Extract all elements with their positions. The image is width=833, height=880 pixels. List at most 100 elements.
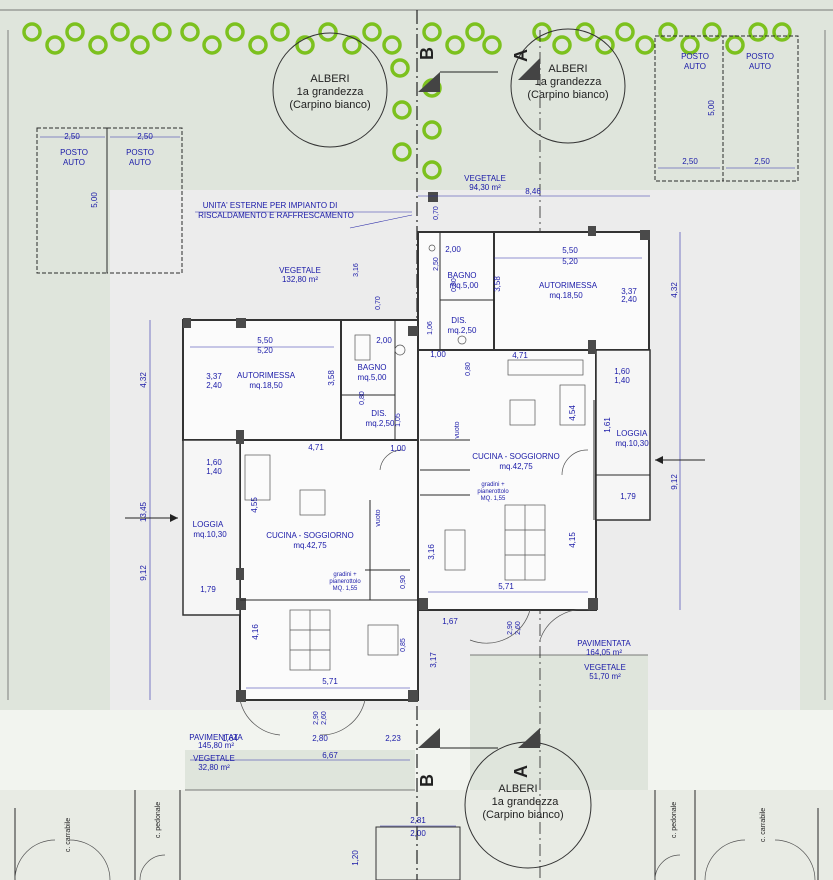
parking-label: AUTO bbox=[749, 62, 771, 71]
dim-label: 0,80 bbox=[465, 362, 472, 376]
stairs-label: pianerottolo bbox=[477, 489, 509, 495]
room-area: mq.10,30 bbox=[193, 530, 227, 539]
dimensions: 5,50 5,20 3,37 2,40 3,58 4,32 2,00 4,71 … bbox=[139, 187, 681, 880]
room-area: mq.18,50 bbox=[249, 381, 283, 390]
dim-label: 2,00 bbox=[410, 829, 426, 838]
dim-label: 8,46 bbox=[525, 187, 541, 196]
dim-label: 1,40 bbox=[206, 467, 222, 476]
dim-label: 1,60 bbox=[206, 458, 222, 467]
note-line: RISCALDAMENTO E RAFFRESCAMENTO bbox=[198, 211, 354, 220]
gate-label-carrabile: c. carrabile bbox=[65, 818, 72, 852]
room-name-bagno: BAGNO bbox=[448, 271, 477, 280]
room-area: mq.42,75 bbox=[499, 462, 533, 471]
area-value: 32,80 m² bbox=[198, 763, 230, 772]
dim-label: 5,71 bbox=[498, 582, 514, 591]
void-label: vuoto bbox=[375, 509, 382, 526]
dim-parking-depth: 5,00 bbox=[90, 192, 99, 208]
room-name-dis: DIS. bbox=[451, 316, 467, 325]
dim-label: 4,71 bbox=[308, 443, 324, 452]
dim-label: 5,20 bbox=[562, 257, 578, 266]
dim-label: 4,71 bbox=[512, 351, 528, 360]
parking-left: 2,50 2,50 POSTO AUTO POSTO AUTO 5,00 bbox=[36, 127, 183, 274]
dim-label: 0,80 bbox=[451, 278, 458, 292]
dim-label: 13,45 bbox=[139, 501, 148, 522]
area-label: PAVIMENTATA bbox=[189, 733, 243, 742]
dim-label: 1,00 bbox=[390, 444, 406, 453]
room-name-loggia: LOGGIA bbox=[617, 429, 648, 438]
area-label: VEGETALE bbox=[584, 663, 626, 672]
dim-label: 3,58 bbox=[327, 370, 336, 386]
dim-label: 2,90 bbox=[507, 621, 514, 635]
area-labels: VEGETALE 132,80 m² VEGETALE 94,30 m² VEG… bbox=[189, 174, 631, 772]
dim-label: 4,55 bbox=[250, 497, 259, 513]
stairs-label: gradini + bbox=[481, 482, 505, 488]
dim-parking-width: 2,50 bbox=[137, 132, 153, 141]
dim-label: 2,90 bbox=[313, 711, 320, 725]
area-value: 145,80 m² bbox=[198, 741, 234, 750]
dim-label: 2,40 bbox=[621, 295, 637, 304]
dim-label: 9,12 bbox=[139, 565, 148, 581]
gate-label-pedonale: c. pedonale bbox=[671, 802, 678, 838]
dim-label: 2,60 bbox=[515, 621, 522, 635]
room-name-loggia: LOGGIA bbox=[193, 520, 224, 529]
stairs-label: MQ. 1,55 bbox=[333, 586, 358, 592]
area-label: VEGETALE bbox=[193, 754, 235, 763]
dim-parking-width: 2,50 bbox=[64, 132, 80, 141]
dim-label: 4,16 bbox=[251, 624, 260, 640]
dim-label: 9,12 bbox=[670, 474, 679, 490]
section-mark-a-bottom: A bbox=[511, 765, 531, 778]
tree-label-title: ALBERI bbox=[498, 783, 537, 795]
dim-label: 3,58 bbox=[493, 276, 502, 292]
tree-label-size: 1a grandezza bbox=[297, 86, 365, 98]
parking-label: AUTO bbox=[129, 158, 151, 167]
dim-label: 4,32 bbox=[139, 372, 148, 388]
parking-label: POSTO bbox=[60, 148, 88, 157]
tree-top-right: ALBERI 1a grandezza (Carpino bianco) bbox=[510, 28, 626, 144]
area-value: 132,80 m² bbox=[282, 275, 318, 284]
dim-label: 2,80 bbox=[312, 734, 328, 743]
room-name-cucina: CUCINA - SOGGIORNO bbox=[472, 452, 560, 461]
room-name-autorimessa: AUTORIMESSA bbox=[539, 281, 598, 290]
dim-label: 2,00 bbox=[445, 245, 461, 254]
external-units-note: UNITA' ESTERNE PER IMPIANTO DI RISCALDAM… bbox=[195, 201, 413, 229]
dim-label: 5,50 bbox=[257, 336, 273, 345]
dim-label: 0,70 bbox=[375, 296, 382, 310]
area-label: VEGETALE bbox=[464, 174, 506, 183]
void-label: vuoto bbox=[454, 421, 461, 438]
parking-label: AUTO bbox=[63, 158, 85, 167]
dim-label: 3,37 bbox=[621, 287, 637, 296]
room-area: mq.10,30 bbox=[615, 439, 649, 448]
room-name-cucina: CUCINA - SOGGIORNO bbox=[266, 531, 354, 540]
dim-label: 2,40 bbox=[206, 381, 222, 390]
dim-label: 1,60 bbox=[614, 367, 630, 376]
dim-label: 5,71 bbox=[322, 677, 338, 686]
dim-label: 1,06 bbox=[427, 321, 434, 335]
tree-label-size: 1a grandezza bbox=[492, 796, 560, 808]
dim-label: 6,67 bbox=[322, 751, 338, 760]
room-name-bagno: BAGNO bbox=[358, 363, 387, 372]
dim-parking-width: 2,50 bbox=[754, 157, 770, 166]
tree-label-title: ALBERI bbox=[310, 73, 349, 85]
section-mark-b-top: B bbox=[417, 47, 437, 60]
dim-label: 1,40 bbox=[614, 376, 630, 385]
dim-label: 3,37 bbox=[206, 372, 222, 381]
dim-label: 2,50 bbox=[433, 257, 440, 271]
room-area: mq.42,75 bbox=[293, 541, 327, 550]
tree-label-species: (Carpino bianco) bbox=[527, 89, 608, 101]
stairs-label: gradini + bbox=[333, 572, 357, 578]
unit-left: AUTORIMESSA mq.18,50 BAGNO mq.5,00 DIS. … bbox=[182, 318, 419, 736]
area-label: VEGETALE bbox=[279, 266, 321, 275]
dim-label: 2,23 bbox=[385, 734, 401, 743]
tree-label-title: ALBERI bbox=[548, 63, 587, 75]
dim-label: 4,15 bbox=[568, 532, 577, 548]
dim-label: 3,17 bbox=[429, 652, 438, 668]
dim-label: 1,61 bbox=[603, 417, 612, 433]
dim-label: 1,79 bbox=[620, 492, 636, 501]
parking-label: AUTO bbox=[684, 62, 706, 71]
dim-label: 2,60 bbox=[321, 711, 328, 725]
room-area: mq.5,00 bbox=[358, 373, 387, 382]
dim-label: 1,79 bbox=[200, 585, 216, 594]
stairs-label: MQ. 1,55 bbox=[481, 496, 506, 502]
parking-right: 2,50 2,50 POSTO AUTO POSTO AUTO 5,00 bbox=[654, 35, 799, 182]
